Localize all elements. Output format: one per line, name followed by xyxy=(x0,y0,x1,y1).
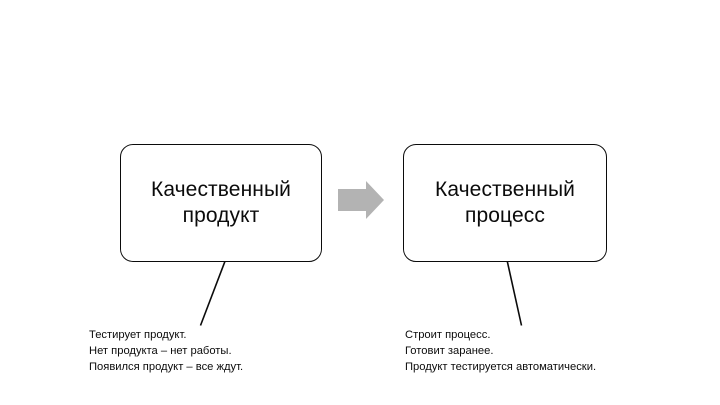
node-box-process[interactable]: Качественный процесс xyxy=(403,144,607,262)
node-label-process: Качественный процесс xyxy=(434,178,575,227)
node-label-product: Качественный продукт xyxy=(150,178,291,227)
right-block-arrow xyxy=(338,181,384,219)
caption-process: Строит процесс. Готовит заранее. Продукт… xyxy=(405,329,597,374)
node-box-product[interactable]: Качественный продукт xyxy=(120,144,322,262)
caption-product: Тестирует продукт. Нет продукта – нет ра… xyxy=(89,329,244,374)
